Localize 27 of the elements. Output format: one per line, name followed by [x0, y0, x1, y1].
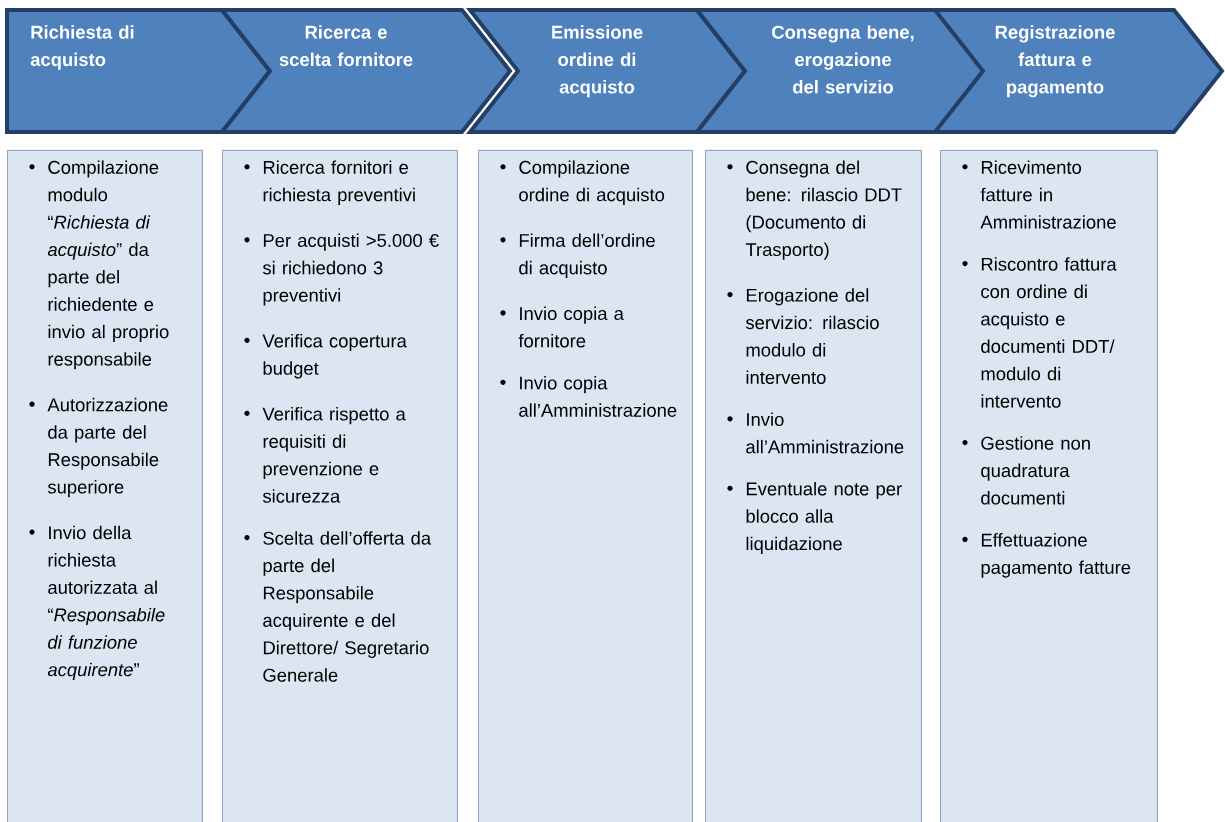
bullet-item: Eventuale note per blocco alla liquidazione	[727, 481, 902, 554]
bullet-item: Compilazione modulo “Richiesta di acquisto” da parte del richiedente e invio al proprio responsabile	[29, 160, 169, 370]
content-panel	[7, 150, 203, 822]
bullet-item: Gestione non quadratura documenti	[962, 436, 1090, 505]
bullet-item: Firma dell’ordine di acquisto	[500, 233, 655, 279]
content-panel	[222, 150, 458, 822]
bullet-item: Verifica copertura budget	[244, 333, 407, 379]
node-label: Registrazione fattura e pagamento	[995, 25, 1115, 98]
bullet-item: Compilazione ordine di acquisto	[500, 160, 665, 205]
bullet-item: Erogazione del servizio: rilascio modulo di intervento	[727, 288, 879, 384]
bullet-item: Invio all’Amministrazione	[727, 412, 904, 454]
bullet-item: Consegna del bene: rilascio DDT (Documento di Trasporto)	[727, 160, 902, 260]
bullet-item: Effettuazione pagamento fatture	[962, 533, 1131, 578]
bullet-item: Ricerca fornitori e richiesta preventivi	[244, 160, 415, 205]
bullet-item: Verifica rispetto a requisiti di prevenzione e sicurezza	[244, 407, 406, 503]
content-panel	[940, 150, 1158, 822]
bullet-item: Invio copia all’Amministrazione	[500, 375, 677, 417]
bullet-item: Invio copia a fornitore	[500, 306, 624, 348]
bullet-item: Ricevimento fatture in Amministrazione	[962, 160, 1116, 229]
step-banner: Emissione ordine di acquisto	[465, 8, 748, 134]
bullet-item: Invio della richiesta autorizzata al “Responsabile di funzione acquirente”	[29, 525, 165, 680]
bullet-item: Autorizzazione da parte del Responsabile superiore	[29, 397, 168, 498]
bullet-item: Riscontro fattura con ordine di acquisto e documenti DDT/ modulo di intervento	[962, 257, 1117, 408]
content-panel	[478, 150, 693, 822]
bullet-item: Per acquisti >5.000 € si richiedono 3 preventivi	[244, 233, 439, 306]
content-panel	[705, 150, 922, 822]
bullet-item: Scelta dell’offerta da parte del Responsabile acquirente e del Direttore/ Segretario Generale	[244, 531, 432, 682]
